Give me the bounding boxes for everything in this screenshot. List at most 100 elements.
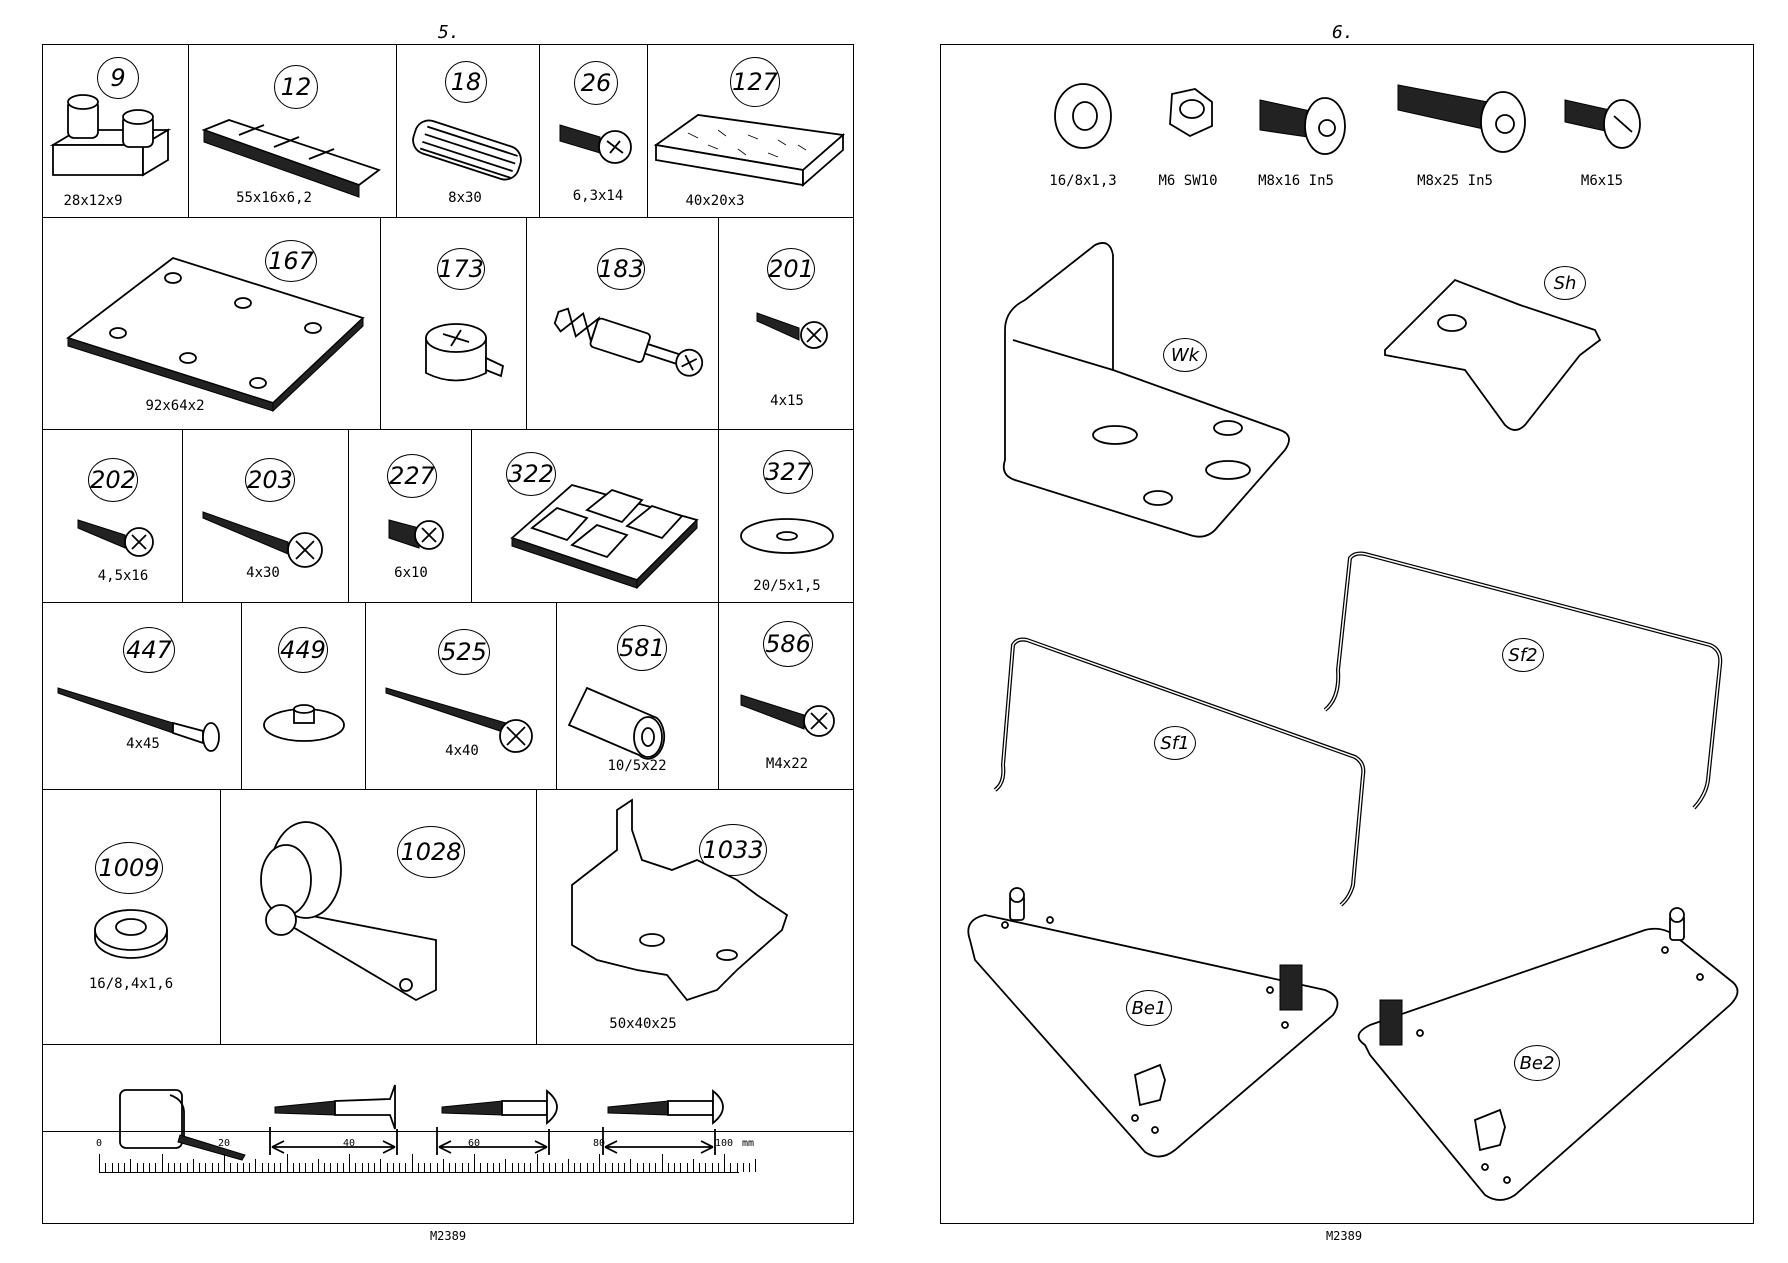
part-dimension: 92x64x2 xyxy=(145,398,205,414)
part-label-sf1: Sf1 xyxy=(1154,726,1196,760)
ruler-tick xyxy=(549,1163,550,1172)
ruler-tick xyxy=(424,1163,425,1172)
ruler-label: 100 xyxy=(714,1138,734,1149)
part-number-badge: 227 xyxy=(387,454,437,498)
ruler-tick xyxy=(130,1159,132,1172)
ruler-tick xyxy=(242,1163,244,1172)
part-label-be2: Be2 xyxy=(1514,1045,1560,1081)
ruler-tick xyxy=(205,1163,207,1172)
ruler-tick xyxy=(467,1163,469,1172)
part-cell-183: 183 xyxy=(526,217,719,430)
ruler-tick xyxy=(661,1154,663,1172)
ruler-tick xyxy=(749,1163,750,1172)
hardware-dimension: M8x16 In5 xyxy=(1258,173,1334,189)
ruler-tick xyxy=(436,1163,438,1172)
part-cell-18: 18 8x30 xyxy=(396,44,540,218)
ruler-tick xyxy=(442,1159,444,1172)
ruler-tick xyxy=(261,1163,263,1172)
part-dimension: 6,3x14 xyxy=(572,188,624,204)
ruler-tick xyxy=(374,1163,375,1172)
part-dimension: 28x12x9 xyxy=(63,193,123,209)
washer-icon xyxy=(740,518,834,554)
part-label-sf2: Sf2 xyxy=(1502,638,1544,672)
ruler-tick xyxy=(111,1163,113,1172)
ruler-tick xyxy=(349,1154,350,1172)
part-number-badge: 1028 xyxy=(397,826,465,878)
ruler-tick xyxy=(711,1163,713,1172)
ruler-tick xyxy=(524,1163,525,1172)
hardware-dimension: 16/8x1,3 xyxy=(1049,173,1117,189)
part-label-be1: Be1 xyxy=(1126,990,1172,1026)
ruler-tick xyxy=(580,1163,582,1172)
felt-pad-icon xyxy=(653,114,846,187)
ruler-tick xyxy=(299,1163,300,1172)
footer-code-right: M2389 xyxy=(1325,1229,1363,1243)
ruler-tick xyxy=(336,1163,338,1172)
screw-length-pan-icon xyxy=(602,1089,724,1155)
part-cell-9: 9 28x12x9 xyxy=(42,44,189,218)
ruler-label: 40 xyxy=(342,1138,356,1149)
page-number-left: 5. xyxy=(438,22,460,43)
part-dimension: 20/5x1,5 xyxy=(753,578,821,594)
ruler-tick xyxy=(636,1163,638,1172)
part-dimension: 4x30 xyxy=(246,565,280,581)
ruler-tick xyxy=(655,1163,657,1172)
ruler-tick xyxy=(480,1163,482,1172)
part-number-badge: 581 xyxy=(617,625,667,671)
screw-m6-icon xyxy=(1564,99,1641,149)
angle-bracket-wk xyxy=(1002,242,1290,538)
ruler-tick xyxy=(586,1163,588,1172)
ruler-tick xyxy=(155,1163,157,1172)
part-cell-525: 525 4x40 xyxy=(365,602,557,790)
nut-icon xyxy=(1169,88,1213,138)
ruler-label: 80 xyxy=(592,1138,606,1149)
ruler-tick xyxy=(267,1163,269,1172)
ruler-tick xyxy=(186,1163,188,1172)
ruler-tick xyxy=(430,1163,432,1172)
ruler-tick xyxy=(499,1163,500,1172)
ruler: 0 20 40 60 80 100 mm xyxy=(42,1131,854,1224)
ruler-tick xyxy=(342,1163,344,1172)
page-number-right: 6. xyxy=(1332,22,1354,43)
ruler-tick xyxy=(667,1163,669,1172)
ruler-tick xyxy=(274,1163,275,1172)
ruler-tick xyxy=(249,1163,250,1172)
ruler-tick xyxy=(674,1163,675,1172)
part-number-badge: 9 xyxy=(97,57,139,99)
part-dimension: 50x40x25 xyxy=(609,1016,677,1032)
part-cell-322: 322 xyxy=(471,429,719,603)
part-number-badge: 173 xyxy=(437,248,485,290)
washer-icon xyxy=(94,909,168,959)
ruler-tick xyxy=(474,1154,475,1172)
ruler-tick xyxy=(280,1163,282,1172)
screw-icon xyxy=(202,511,323,568)
wedge-shims-icon xyxy=(201,119,381,198)
ruler-tick xyxy=(199,1163,200,1172)
angle-bracket-sh xyxy=(1384,278,1602,431)
ruler-tick xyxy=(511,1163,513,1172)
part-dimension: 40x20x3 xyxy=(685,193,745,209)
mounting-plate-icon xyxy=(66,257,365,413)
part-cell-201: 201 4x15 xyxy=(718,217,854,430)
screw-icon xyxy=(388,519,444,550)
part-cell-167: 167 92x64x2 xyxy=(42,217,381,430)
part-dimension: 4,5x16 xyxy=(97,568,149,584)
ruler-tick xyxy=(142,1163,144,1172)
glide-icon xyxy=(263,704,345,742)
ruler-tick xyxy=(105,1163,107,1172)
ruler-tick xyxy=(705,1163,707,1172)
part-cell-449: 449 xyxy=(241,602,366,790)
part-dimension: 16/8,4x1,6 xyxy=(88,976,174,992)
ruler-tick xyxy=(324,1163,325,1172)
part-cell-327: 327 20/5x1,5 xyxy=(718,429,854,603)
wire-frame-sf2 xyxy=(1323,551,1723,810)
ruler-tick xyxy=(117,1163,119,1172)
ruler-tick xyxy=(505,1159,507,1172)
footer-code-left: M2389 xyxy=(429,1229,467,1243)
spacer-tube-icon xyxy=(567,686,666,760)
part-cell-227: 227 6x10 xyxy=(348,429,472,603)
part-cell-581: 581 10/5x22 xyxy=(556,602,719,790)
ruler-tick xyxy=(417,1163,419,1172)
caster-icon xyxy=(260,821,437,1002)
ruler-tick xyxy=(180,1163,182,1172)
